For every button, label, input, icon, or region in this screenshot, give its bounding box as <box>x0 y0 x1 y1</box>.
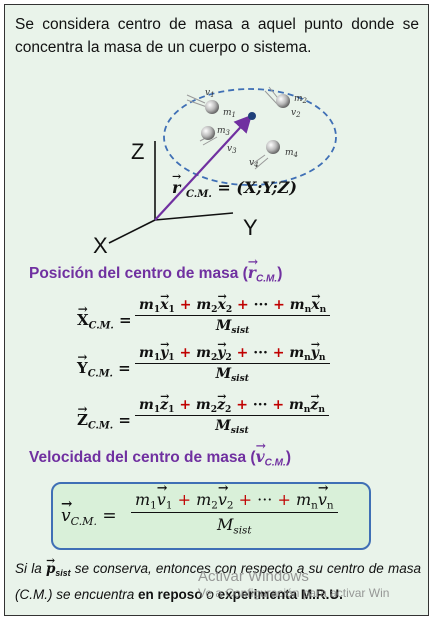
position-equation-y: YC.M. =m1y1 + m2y2 + ··· + mnynMsist <box>5 337 425 391</box>
r-cm-label: → r C.M. = (X;Y;Z) <box>172 165 297 201</box>
position-equation-x: XC.M. =m1x1 + m2x2 + ··· + mnxnMsist <box>5 289 425 343</box>
equation-lhs: ZC.M. = <box>77 402 131 431</box>
particle-2: m2 v2 <box>264 86 308 119</box>
particle-1: m1 v1 <box>186 88 236 119</box>
center-of-mass-point <box>248 112 256 120</box>
position-equation-z: ZC.M. =m1z1 + m2z2 + ··· + mnznMsist <box>5 389 425 443</box>
particle-4: m4 v4 <box>249 140 298 170</box>
svg-text:m2: m2 <box>294 94 308 105</box>
position-title: Posición del centro de masa (rC.M.) <box>29 254 282 284</box>
intro-paragraph: Se considera centro de masa a aquel punt… <box>15 16 419 56</box>
velocity-title: Velocidad del centro de masa (vC.M.) <box>29 438 291 468</box>
velocity-lhs: vC.M. = <box>61 496 117 528</box>
svg-text:m1: m1 <box>223 108 236 119</box>
svg-text:m3: m3 <box>217 126 231 137</box>
center-of-mass-diagram: Z Y X m1 v1 m2 v2 m3 v3 <box>93 86 337 258</box>
svg-text:v3: v3 <box>227 144 237 155</box>
equation-fraction: m1x1 + m2x2 + ··· + mnxnMsist <box>135 289 331 336</box>
x-axis <box>108 219 156 244</box>
equation-fraction: m1z1 + m2z2 + ··· + mnznMsist <box>135 389 329 436</box>
r-arrow: → <box>172 170 181 183</box>
particle-3: m3 v3 <box>199 126 237 155</box>
r-symbol: r <box>172 178 182 197</box>
axis-x-label: X <box>93 233 108 258</box>
y-axis <box>154 212 234 221</box>
svg-text:v1: v1 <box>205 88 215 99</box>
equation-lhs: YC.M. = <box>77 350 131 379</box>
conclusion-paragraph: Si la psist se conserva, entonces con re… <box>15 550 421 606</box>
axis-y-label: Y <box>243 215 258 240</box>
windows-activation-watermark: Activar Windows Ve a Configuración para … <box>198 568 390 600</box>
r-sub: C.M. <box>186 189 212 200</box>
svg-text:m4: m4 <box>285 148 298 159</box>
system-boundary <box>163 88 337 186</box>
content-card: Se considera centro de masa a aquel punt… <box>4 4 429 616</box>
svg-text:v2: v2 <box>291 108 301 119</box>
position-vector <box>154 114 252 221</box>
r-equals: = (X;Y;Z) <box>217 178 296 197</box>
svg-text:v4: v4 <box>249 158 259 169</box>
equation-lhs: XC.M. = <box>77 302 132 331</box>
equation-fraction: m1y1 + m2y2 + ··· + mnynMsist <box>135 337 330 384</box>
axis-z-label: Z <box>131 139 144 164</box>
